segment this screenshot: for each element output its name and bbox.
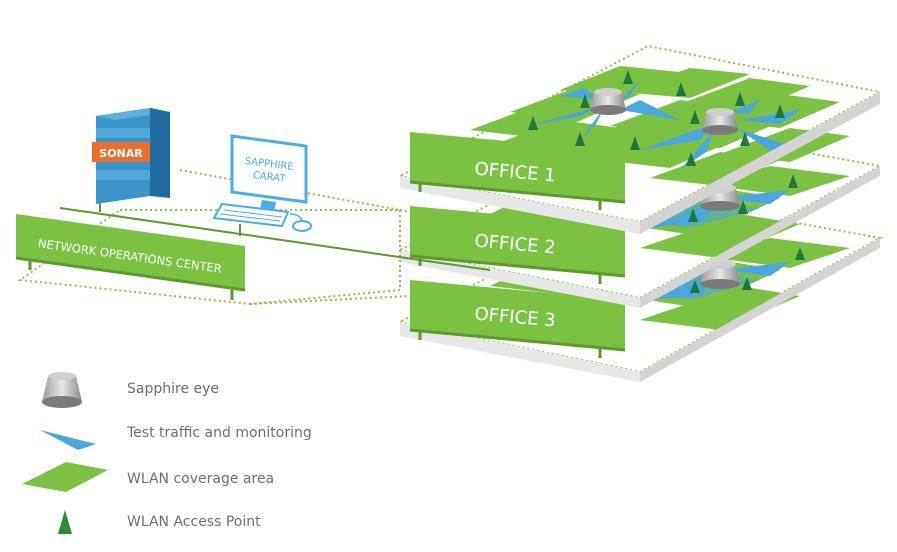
office-1-label-plate: OFFICE 1 (409, 132, 626, 210)
sonar-label: SONAR (99, 147, 143, 160)
sapphire-eye-office-1b (702, 108, 738, 135)
sonar-server: SONAR (92, 108, 170, 204)
noc-label-plate: NETWORK OPERATIONS CENTER (15, 214, 246, 300)
sapphire-eye-office-1a (590, 88, 626, 115)
sapphire-carat-workstation: SAPPHIRE CARAT (212, 134, 312, 232)
workstation-label-line2: CARAT (252, 170, 287, 185)
office-2-label-plate: OFFICE 2 (409, 206, 626, 284)
office-3-label-plate: OFFICE 3 (409, 280, 626, 358)
